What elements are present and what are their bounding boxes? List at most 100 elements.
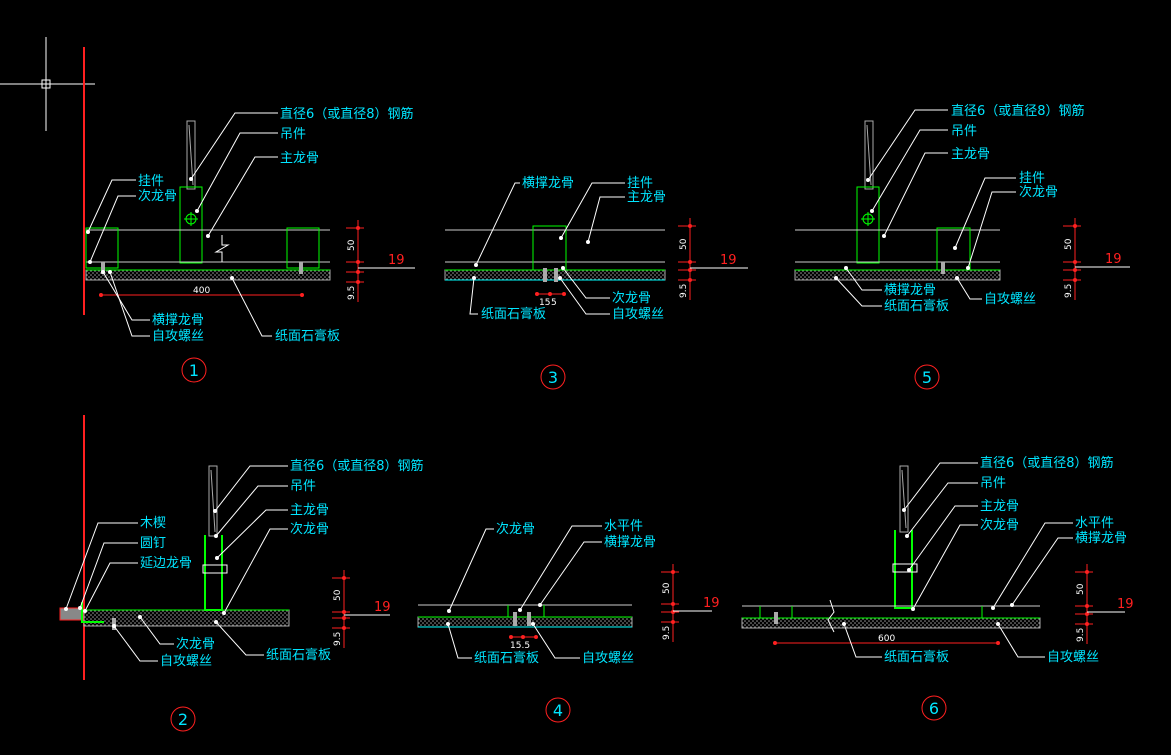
label-main-keel: 主龙骨: [980, 499, 1019, 514]
leader-line: [532, 623, 580, 659]
label-hanger: 吊件: [280, 127, 306, 142]
leader-line: [87, 179, 136, 233]
label-sub-keel: 次龙骨: [612, 290, 651, 306]
leader-dot: [447, 609, 451, 613]
label-nail: 圆钉: [140, 536, 166, 551]
wood-block: [59, 607, 83, 621]
dim-15-5: 15.5: [510, 641, 530, 651]
leader-line: [231, 277, 272, 337]
leader-dot: [101, 270, 105, 274]
label-wood-block: 木楔: [140, 516, 166, 531]
leader-dot: [86, 230, 90, 234]
dim-19: 19: [1105, 252, 1122, 267]
dim-9-5: 9.5: [679, 284, 689, 298]
label-screw: 自攻螺丝: [582, 651, 634, 666]
leader-dot: [83, 609, 87, 613]
dim-9-5: 9.5: [662, 626, 672, 640]
dim-19: 19: [1117, 597, 1134, 612]
dim-9-5: 9.5: [1076, 628, 1086, 642]
detail-number-2: 2: [170, 706, 196, 732]
leader-line: [447, 623, 472, 659]
leader-dot: [214, 620, 218, 624]
leader-line: [843, 623, 882, 658]
leader-line: [469, 277, 478, 315]
dim-50: 50: [679, 238, 689, 250]
label-main-keel: 主龙骨: [290, 503, 329, 518]
label-sub-keel: 次龙骨: [290, 521, 329, 537]
detail-number-6: 6: [921, 695, 947, 721]
label-screw: 自攻螺丝: [152, 329, 204, 344]
vertical-dimension-stack: 509.519: [1075, 564, 1134, 644]
label-clip: 挂件: [627, 176, 653, 191]
leader-dot: [446, 622, 450, 626]
leader-dot: [213, 509, 217, 513]
leader-line: [560, 182, 625, 239]
leader-line: [475, 182, 520, 266]
detail-number-3-text: 3: [548, 368, 558, 387]
label-clip: 挂件: [1019, 171, 1045, 186]
leader-dot: [222, 611, 226, 615]
label-rebar: 直径6（或直径8）钢筋: [951, 103, 1085, 119]
label-gypsum: 纸面石膏板: [884, 298, 949, 314]
leader-line: [214, 465, 288, 512]
label-main-keel: 主龙骨: [951, 147, 990, 162]
label-brace-keel: 横撑龙骨: [522, 176, 574, 191]
leader-line: [216, 509, 288, 559]
leader-line: [448, 528, 494, 612]
label-screw: 自攻螺丝: [984, 292, 1036, 307]
leader-dot: [842, 622, 846, 626]
leader-dot: [561, 266, 565, 270]
detail-number-2-text: 2: [178, 710, 188, 729]
leader-dot: [112, 624, 116, 628]
dim-19: 19: [388, 253, 405, 268]
leader-line: [562, 267, 610, 299]
leader-line: [997, 623, 1045, 658]
detail-5: [794, 120, 1001, 281]
dim-5: 5: [551, 298, 557, 308]
dim-50: 50: [347, 239, 357, 251]
label-sub-keel: 次龙骨: [1019, 184, 1058, 200]
leader-line: [871, 129, 948, 212]
leader-dot: [531, 622, 535, 626]
leader-dot: [474, 263, 478, 267]
label-rebar: 直径6（或直径8）钢筋: [290, 458, 424, 474]
dim-50: 50: [662, 582, 672, 594]
leader-dot: [559, 236, 563, 240]
label-level-piece: 水平件: [604, 519, 643, 534]
leader-dot: [206, 234, 210, 238]
vertical-dimension-stack: 509.519: [678, 218, 748, 300]
leader-line: [883, 152, 948, 237]
leader-dot: [138, 615, 142, 619]
label-screw: 自攻螺丝: [160, 654, 212, 669]
detail-3: 15 5: [444, 225, 666, 308]
leader-dot: [905, 534, 909, 538]
leader-dot: [834, 276, 838, 280]
label-rebar: 直径6（或直径8）钢筋: [280, 106, 414, 122]
labels: 直径6（或直径8）钢筋 吊件 主龙骨 挂件 次龙骨 横撑龙骨 自攻螺丝 纸面石膏…: [138, 103, 1127, 669]
label-clip: 挂件: [138, 174, 164, 189]
sub-keel: [532, 225, 567, 271]
leader-line: [519, 525, 602, 611]
label-brace-keel: 横撑龙骨: [1075, 531, 1127, 546]
leader-dot: [88, 260, 92, 264]
detail-number-4: 4: [545, 697, 571, 723]
leader-line: [992, 522, 1073, 609]
label-gypsum: 纸面石膏板: [266, 647, 331, 663]
leader-dot: [902, 508, 906, 512]
leader-line: [559, 277, 610, 315]
leader-dot: [472, 276, 476, 280]
leader-line: [109, 271, 150, 337]
leader-line: [835, 277, 882, 307]
label-screw: 自攻螺丝: [612, 307, 664, 322]
leader-line: [908, 505, 978, 571]
leader-dot: [214, 534, 218, 538]
leader-dot: [538, 603, 542, 607]
leader-line: [867, 109, 948, 181]
leader-line: [215, 485, 288, 537]
label-main-keel: 主龙骨: [627, 190, 666, 205]
leader-line: [190, 112, 278, 180]
leader-line: [903, 462, 978, 511]
dim-9-5: 9.5: [347, 286, 357, 300]
leader-line: [139, 616, 174, 645]
